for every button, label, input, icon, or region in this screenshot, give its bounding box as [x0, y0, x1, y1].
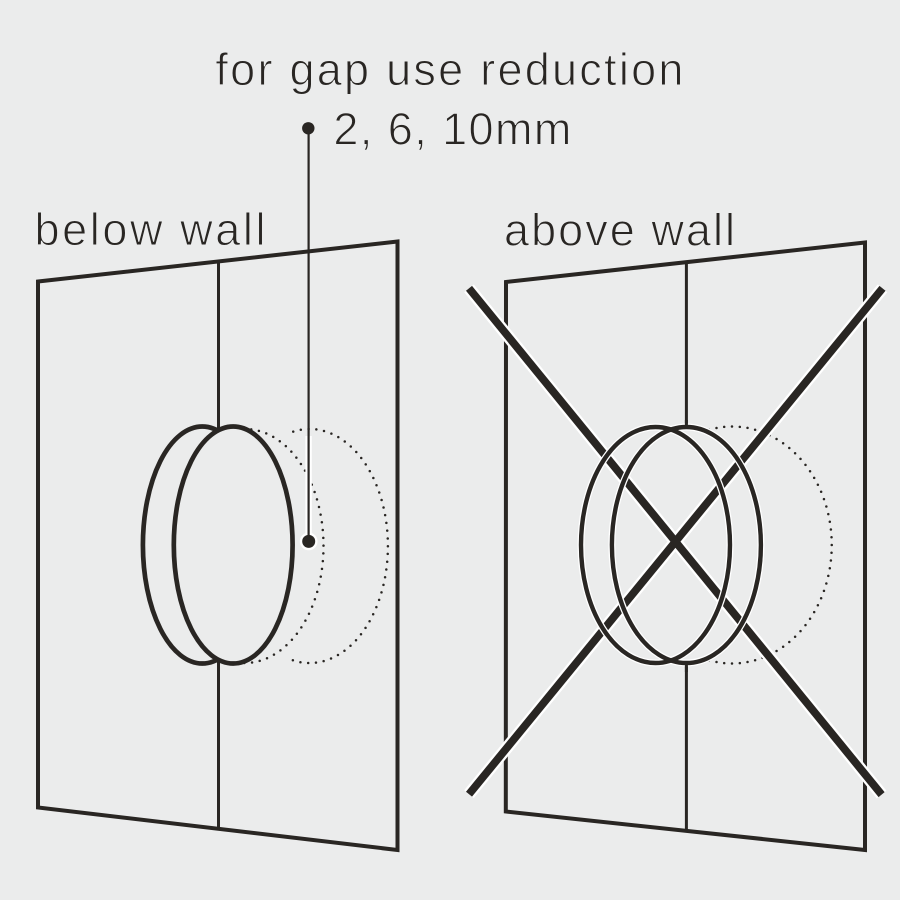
svg-text:2, 6, 10mm: 2, 6, 10mm — [333, 103, 571, 154]
svg-text:above wall: above wall — [504, 205, 735, 256]
svg-text:below wall: below wall — [35, 204, 266, 255]
svg-text:for gap use reduction: for gap use reduction — [215, 44, 683, 95]
